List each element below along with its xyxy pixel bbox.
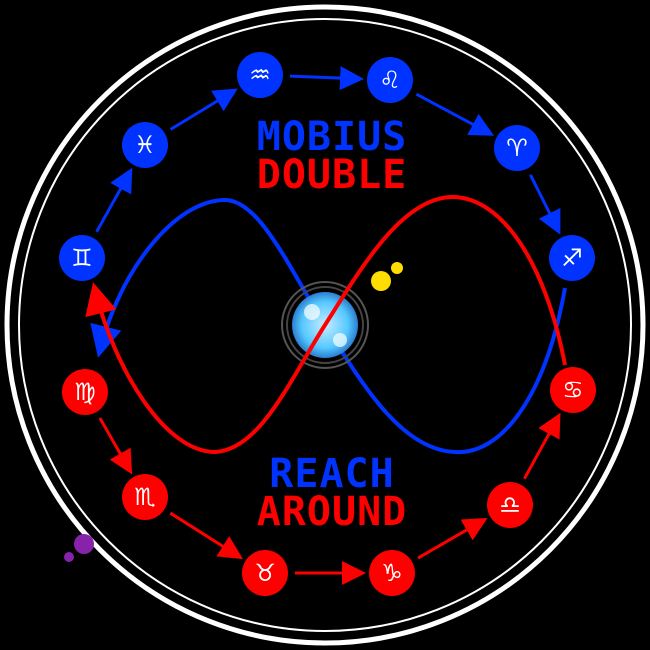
outer-ring	[4, 4, 646, 646]
pisces-badge	[122, 122, 168, 168]
aquarius-icon: ♒︎	[249, 61, 271, 89]
blue-arrow	[415, 92, 495, 136]
sign-scorpio: ♏︎	[122, 474, 168, 520]
purple-orb-small	[64, 552, 74, 562]
gemini-icon: ♊︎	[71, 244, 93, 272]
subtitle-around: AROUND	[257, 489, 408, 535]
leo-icon: ♌︎	[379, 66, 401, 94]
purple-orb-large	[74, 534, 94, 554]
libra-icon: ♎︎	[499, 491, 521, 519]
sign-aries: ♈︎	[494, 125, 540, 171]
taurus-icon: ♉︎	[254, 559, 276, 587]
blue-arrow	[289, 66, 365, 91]
sign-libra: ♎︎	[487, 482, 533, 528]
blue-arrow	[529, 174, 561, 235]
gemini-badge	[59, 235, 105, 281]
leo-badge	[367, 57, 413, 103]
capricorn-badge	[369, 550, 415, 596]
cancer-badge	[550, 367, 596, 413]
aquarius-badge	[237, 52, 283, 98]
scorpio-badge	[122, 474, 168, 520]
sign-leo: ♌︎	[367, 57, 413, 103]
scorpio-icon: ♏︎	[134, 483, 156, 511]
red-wave	[85, 194, 567, 455]
sign-aquarius: ♒︎	[237, 52, 283, 98]
red-arrow	[417, 517, 488, 560]
sign-taurus: ♉︎	[242, 550, 288, 596]
red-arrow	[98, 417, 133, 475]
sagittarius-badge	[549, 235, 595, 281]
sign-sagittarius: ♐︎	[549, 235, 595, 281]
blue-arrow	[95, 167, 133, 233]
cancer-icon: ♋︎	[562, 376, 584, 404]
sagittarius-icon: ♐︎	[561, 244, 583, 272]
virgo-icon: ♍︎	[74, 378, 96, 406]
sun-large	[371, 271, 391, 291]
red-arrow	[169, 511, 244, 560]
sign-virgo: ♍︎	[62, 369, 108, 415]
sign-capricorn: ♑︎	[369, 550, 415, 596]
libra-badge	[487, 482, 533, 528]
subtitle-reach: REACH	[269, 451, 394, 497]
title-double: DOUBLE	[257, 152, 408, 198]
sign-cancer: ♋︎	[550, 367, 596, 413]
title-mobius: MOBIUS	[257, 114, 408, 160]
aries-icon: ♈︎	[506, 134, 528, 162]
sign-gemini: ♊︎	[59, 235, 105, 281]
taurus-badge	[242, 550, 288, 596]
capricorn-icon: ♑︎	[381, 559, 403, 587]
aries-badge	[494, 125, 540, 171]
virgo-badge	[62, 369, 108, 415]
pisces-icon: ♓︎	[134, 131, 156, 159]
sun-small	[391, 262, 403, 274]
red-arrow	[523, 412, 561, 480]
blue-arrow	[169, 88, 238, 131]
inner-ring	[18, 18, 632, 632]
sign-pisces: ♓︎	[122, 122, 168, 168]
